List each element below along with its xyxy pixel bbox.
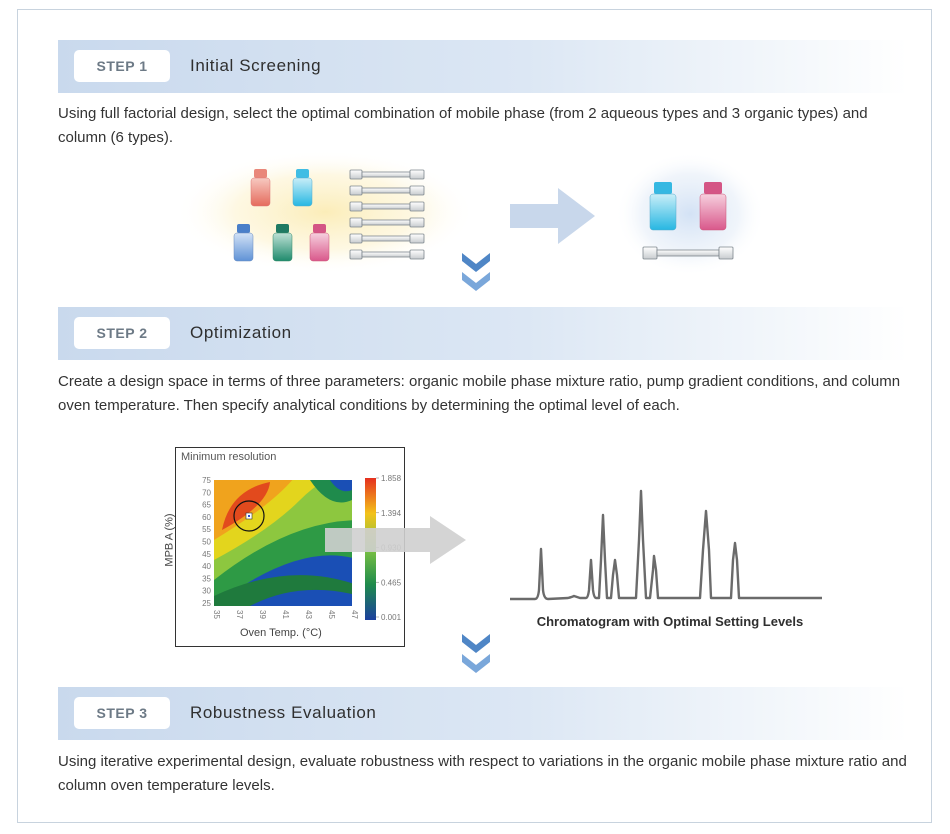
chromatogram-caption: Chromatogram with Optimal Setting Levels: [536, 614, 804, 629]
colorbar-tick-label: 0.001: [381, 613, 402, 622]
right-arrow-icon: [325, 516, 466, 564]
heatmap-y-tick: 45: [202, 550, 211, 559]
heatmap-y-tick: 70: [202, 488, 211, 497]
heatmap-x-tick: 47: [350, 610, 359, 619]
heatmap-x-tick: 39: [258, 610, 267, 619]
step1-header: STEP 1 Initial Screening: [58, 40, 908, 93]
heatmap-x-tick: 41: [281, 610, 290, 619]
bottle-icon: [233, 224, 254, 262]
step2-badge: STEP 2: [74, 317, 170, 349]
step3-title: Robustness Evaluation: [190, 703, 377, 722]
heatmap-x-label: Oven Temp. (°C): [240, 627, 322, 639]
colorbar-tick-label: 1.858: [381, 474, 402, 483]
bottle-icon: [309, 224, 330, 262]
heatmap-y-tick: 35: [202, 574, 211, 583]
bottle-icon: [699, 182, 727, 231]
heatmap-x-tick: 45: [327, 610, 336, 619]
bottle-icon: [272, 224, 293, 262]
colorbar-tick-label: 1.394: [381, 509, 402, 518]
step2-title: Optimization: [190, 323, 292, 342]
heatmap-y-tick: 60: [202, 513, 211, 522]
heatmap-y-tick: 75: [202, 476, 211, 485]
column-icon: [349, 201, 425, 212]
column-icon: [349, 217, 425, 228]
down-chevron-icon: [462, 253, 490, 291]
heatmap-x-tick: 35: [212, 610, 221, 619]
heatmap-y-tick: 40: [202, 562, 211, 571]
step1-badge: STEP 1: [74, 50, 170, 82]
chromatogram-trace: [510, 489, 822, 601]
step1-title: Initial Screening: [190, 56, 322, 75]
right-arrow-icon: [510, 188, 595, 244]
heatmap-x-tick: 37: [235, 610, 244, 619]
step2-description: Create a design space in terms of three …: [58, 373, 901, 414]
down-chevron-icon: [462, 634, 490, 673]
step3-badge: STEP 3: [74, 697, 170, 729]
heatmap-y-tick: 55: [202, 525, 211, 534]
bottle-icon: [250, 169, 271, 207]
step3-description: Using iterative experimental design, eva…: [58, 753, 907, 794]
step3-header: STEP 3 Robustness Evaluation: [58, 687, 908, 740]
column-stack: [349, 169, 425, 260]
bottle-icon: [649, 182, 677, 231]
heatmap-y-tick: 50: [202, 538, 211, 547]
column-icon: [349, 249, 425, 260]
heatmap-y-tick: 25: [202, 599, 211, 608]
heatmap-y-tick: 30: [202, 587, 211, 596]
heatmap-x-tick: 43: [304, 610, 313, 619]
step2-header: STEP 2 Optimization: [58, 307, 908, 360]
colorbar-tick-label: 0.465: [381, 578, 402, 587]
column-icon: [349, 185, 425, 196]
column-icon: [642, 246, 734, 260]
step1-description: Using full factorial design, select the …: [58, 105, 868, 146]
column-icon: [349, 233, 425, 244]
column-icon: [349, 169, 425, 180]
bottle-icon: [292, 169, 313, 207]
heatmap-y-tick: 65: [202, 501, 211, 510]
heatmap-title: Minimum resolution: [181, 451, 277, 463]
